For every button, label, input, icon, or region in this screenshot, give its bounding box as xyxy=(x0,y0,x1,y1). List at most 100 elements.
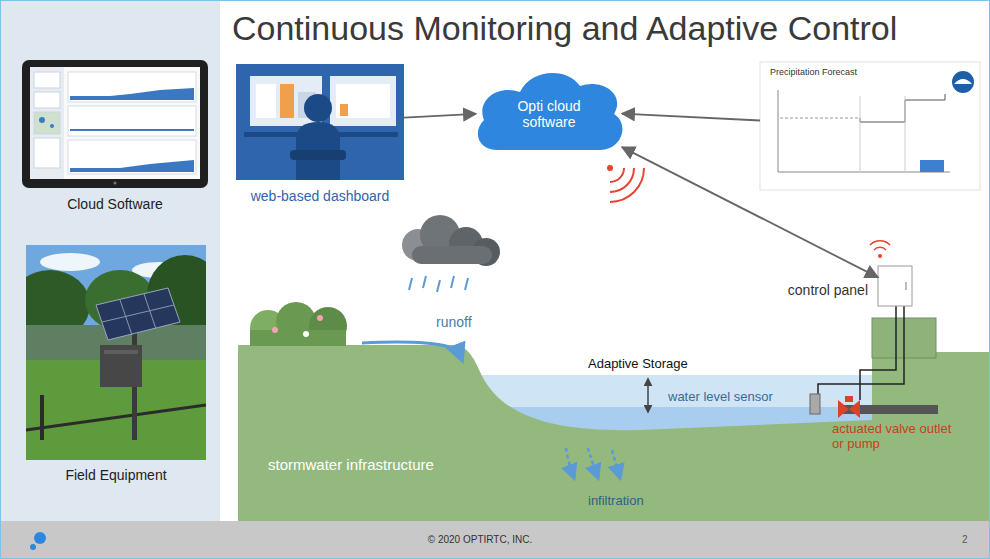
photo-figure: Field Equipment xyxy=(26,245,206,460)
tablet-figure: Cloud Software xyxy=(22,60,208,188)
panel-signal xyxy=(870,241,890,258)
infiltration-arrows xyxy=(588,448,598,478)
connector-arrow xyxy=(622,114,760,121)
forecast-chart xyxy=(860,96,905,172)
outlet-structure xyxy=(845,396,853,402)
tablet-illustration xyxy=(50,124,54,128)
forecast-chart-box: Precipitation Forecast xyxy=(760,62,980,190)
panel-signal xyxy=(878,254,882,258)
rain-cloud xyxy=(409,276,468,292)
storage-arrow xyxy=(647,379,649,412)
storage-label: Adaptive Storage xyxy=(588,357,688,372)
panel-signal xyxy=(870,241,890,245)
bushes xyxy=(272,327,278,333)
rain-cloud xyxy=(402,215,500,292)
node-label: Opti cloud software xyxy=(496,98,602,130)
tablet-illustration xyxy=(114,182,117,185)
copyright-text: © 2020 OPTIRTC, INC. xyxy=(380,534,580,546)
field-equipment-photo xyxy=(26,245,206,460)
flow-label: runoff xyxy=(436,314,472,330)
control-panel-box xyxy=(878,266,912,306)
footer-logo xyxy=(30,532,46,550)
dashboard-illustration xyxy=(236,64,404,180)
forecast-chart xyxy=(954,79,972,84)
runoff-arrow xyxy=(362,342,462,360)
dashboard-illustration xyxy=(290,150,346,160)
rain-cloud xyxy=(412,246,492,264)
forecast-chart xyxy=(780,118,860,119)
tablet-illustration xyxy=(70,88,194,100)
tablet-illustration xyxy=(68,106,196,136)
tablet-illustration xyxy=(22,60,208,188)
tablet-illustration xyxy=(39,117,45,123)
slide-title: Continuous Monitoring and Adaptive Contr… xyxy=(232,9,897,48)
sensor-label: water level sensor xyxy=(668,390,773,405)
tablet-illustration xyxy=(30,67,64,179)
outlet-label: actuated valve outlet or pump xyxy=(832,422,960,452)
footer-logo xyxy=(34,532,46,544)
infiltration-arrows xyxy=(566,448,574,478)
dashboard-illustration xyxy=(280,84,294,118)
node-label: control panel xyxy=(788,282,868,298)
field-equipment-photo xyxy=(104,350,138,354)
forecast-chart xyxy=(778,90,950,172)
tablet-illustration xyxy=(34,92,60,108)
footer-bar xyxy=(0,521,990,559)
control-panel-box xyxy=(878,266,912,306)
ground xyxy=(238,318,990,521)
figure-caption: Cloud Software xyxy=(12,196,218,212)
wireless-signal xyxy=(607,165,613,171)
field-equipment-photo xyxy=(40,253,100,271)
outlet-structure xyxy=(838,400,860,418)
field-equipment-photo xyxy=(102,294,174,335)
wireless-signal xyxy=(610,168,634,192)
connector-arrow xyxy=(404,114,476,118)
bushes xyxy=(317,315,323,321)
forecast-chart xyxy=(860,94,945,122)
dashboard-illustration xyxy=(340,104,348,116)
chart-title: Precipitation Forecast xyxy=(770,67,857,77)
bushes xyxy=(303,331,309,337)
connector-arrow xyxy=(622,147,878,277)
tablet-illustration xyxy=(34,112,60,134)
infiltration-label: infiltration xyxy=(588,494,644,509)
control-panel-node: control panel xyxy=(878,266,912,306)
page-number: 2 xyxy=(962,534,968,546)
tablet-illustration xyxy=(68,72,196,102)
field-equipment-photo xyxy=(96,288,180,340)
outlet-structure xyxy=(860,306,896,400)
field-equipment-photo xyxy=(40,395,44,440)
cloud-node: Opti cloud software xyxy=(476,70,622,150)
forecast-chart xyxy=(920,160,944,172)
outlet-structure xyxy=(810,306,938,418)
tablet-illustration xyxy=(34,138,60,168)
tablet-illustration xyxy=(30,67,200,179)
cloud-shape xyxy=(478,73,623,150)
bushes xyxy=(250,302,347,346)
ground xyxy=(238,345,990,521)
control-panel-box xyxy=(906,282,907,290)
tablet-illustration xyxy=(22,60,208,188)
cloud-shape xyxy=(478,73,623,150)
infiltration-arrows xyxy=(612,450,620,478)
dashboard-illustration xyxy=(336,84,390,118)
forecast-chart xyxy=(952,71,974,93)
area-label: stormwater infrastructure xyxy=(268,456,434,473)
wireless-signal xyxy=(610,168,624,182)
outlet-structure xyxy=(818,306,904,398)
panel-signal xyxy=(874,247,886,250)
tablet-illustration xyxy=(68,140,196,174)
tablet-illustration xyxy=(70,129,194,131)
wireless-signal xyxy=(610,168,644,202)
forecast-chart xyxy=(760,62,980,190)
wireless-signal xyxy=(607,165,644,202)
tablet-illustration xyxy=(70,160,194,172)
forecast-chart xyxy=(760,62,980,190)
outlet-structure xyxy=(810,394,820,414)
dashboard-illustration xyxy=(256,84,276,118)
node-label: web-based dashboard xyxy=(226,188,414,204)
dashboard-box: web-based dashboard xyxy=(236,64,404,180)
